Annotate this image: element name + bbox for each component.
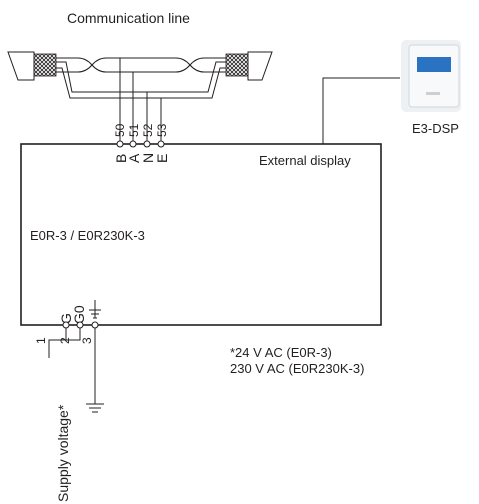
communication-cable bbox=[7, 51, 273, 99]
device-screen bbox=[417, 57, 451, 72]
terminal-51 bbox=[129, 140, 137, 148]
terminal-number-3: 3 bbox=[80, 337, 94, 344]
twisted-wire-a bbox=[56, 57, 226, 73]
terminal-number-50: 50 bbox=[113, 123, 127, 137]
display-cable bbox=[322, 77, 400, 144]
cable-jacket-right bbox=[247, 51, 273, 81]
terminal-3 bbox=[91, 321, 99, 329]
conductor-e bbox=[56, 67, 226, 99]
terminal-letter-g0: G0 bbox=[71, 305, 87, 324]
terminal-50 bbox=[116, 140, 124, 148]
device-body bbox=[408, 44, 460, 108]
terminal-letter-a: A bbox=[126, 153, 142, 163]
terminal-letter-e: E bbox=[154, 154, 170, 163]
voltage-note-line-2: 230 V AC (E0R230K-3) bbox=[230, 361, 364, 376]
terminal-number-1: 1 bbox=[34, 337, 48, 344]
terminal-letter-g: G bbox=[58, 313, 74, 324]
supply-wire-g0 bbox=[66, 328, 81, 341]
terminal-53 bbox=[157, 140, 165, 148]
terminal-2 bbox=[76, 321, 84, 329]
display-device-label: E3-DSP bbox=[412, 121, 459, 136]
terminal-number-53: 53 bbox=[155, 123, 169, 137]
terminal-number-51: 51 bbox=[127, 123, 141, 137]
terminal-number-52: 52 bbox=[141, 123, 155, 137]
device-badge bbox=[426, 92, 440, 95]
conductor-n bbox=[56, 61, 226, 93]
cable-jacket-left bbox=[7, 51, 35, 81]
controller-box bbox=[20, 143, 382, 326]
controller-label: E0R-3 / E0R230K-3 bbox=[30, 228, 145, 243]
supply-wire-g bbox=[48, 328, 67, 358]
voltage-note-line-1: *24 V AC (E0R-3) bbox=[230, 345, 332, 360]
terminal-letter-n: N bbox=[140, 153, 156, 163]
supply-voltage-label: Supply voltage* bbox=[55, 404, 71, 502]
earth-icon bbox=[86, 403, 104, 413]
display-device bbox=[401, 40, 461, 112]
twisted-wire-b bbox=[56, 57, 226, 73]
cable-shield-right bbox=[225, 53, 249, 77]
cable-shield-left bbox=[33, 53, 57, 77]
external-display-label: External display bbox=[259, 153, 351, 168]
terminal-52 bbox=[143, 140, 151, 148]
communication-line-label: Communication line bbox=[67, 10, 190, 26]
terminal-1 bbox=[62, 321, 70, 329]
terminal-letter-b: B bbox=[113, 154, 129, 163]
ground-terminal-icon bbox=[89, 300, 101, 319]
